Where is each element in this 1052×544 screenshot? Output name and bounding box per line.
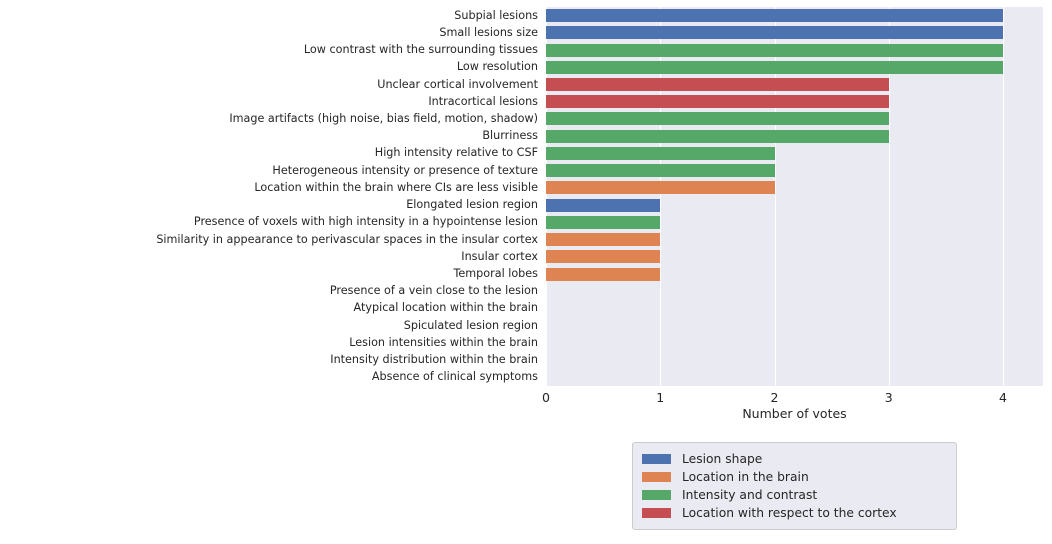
gridline-x-3 — [888, 7, 890, 386]
bar — [546, 198, 661, 212]
bar — [546, 112, 889, 126]
bar — [546, 78, 889, 92]
legend-swatch-icon — [642, 454, 671, 464]
gridline-x-4 — [1003, 7, 1005, 386]
bar — [546, 250, 661, 264]
legend-item: Location with respect to the cortex — [642, 504, 946, 522]
x-tick-label: 2 — [770, 390, 779, 405]
bar — [546, 60, 1003, 74]
y-tick-label: Presence of a vein close to the lesion — [329, 284, 538, 298]
legend-label: Location with respect to the cortex — [682, 506, 897, 520]
y-tick-label: Presence of voxels with high intensity i… — [193, 215, 538, 229]
y-tick-label: High intensity relative to CSF — [374, 146, 538, 160]
y-tick-label: Low contrast with the surrounding tissue… — [303, 43, 538, 57]
bar — [546, 26, 1003, 40]
y-tick-label: Unclear cortical involvement — [377, 77, 538, 91]
y-tick-label: Intracortical lesions — [428, 94, 538, 108]
y-tick-label: Temporal lobes — [453, 267, 538, 281]
bar — [546, 43, 1003, 57]
gridline-x-0 — [546, 7, 548, 386]
y-tick-label: Elongated lesion region — [406, 198, 538, 212]
x-tick-label: 1 — [656, 390, 665, 405]
x-axis-label: Number of votes — [742, 406, 847, 421]
y-tick-label: Small lesions size — [439, 25, 538, 39]
bar — [546, 215, 661, 229]
y-tick-label: Low resolution — [456, 60, 538, 74]
bar — [546, 181, 775, 195]
gridline-x-2 — [774, 7, 776, 386]
y-tick-label: Insular cortex — [461, 249, 538, 263]
y-tick-label: Blurriness — [482, 129, 538, 143]
x-tick-label: 4 — [999, 390, 1007, 405]
legend-label: Location in the brain — [682, 470, 809, 484]
legend-item: Intensity and contrast — [642, 486, 946, 504]
x-tick-label: 0 — [542, 390, 550, 405]
y-tick-label: Similarity in appearance to perivascular… — [156, 232, 538, 246]
y-tick-label: Intensity distribution within the brain — [330, 353, 538, 367]
bar — [546, 95, 889, 109]
bar — [546, 233, 661, 247]
y-tick-label: Lesion intensities within the brain — [349, 335, 538, 349]
bar — [546, 146, 775, 160]
bar — [546, 9, 1003, 23]
y-tick-label: Location within the brain where CIs are … — [254, 180, 538, 194]
legend-label: Lesion shape — [682, 452, 763, 466]
x-tick-label: 3 — [884, 390, 893, 405]
y-tick-label: Heterogeneous intensity or presence of t… — [272, 163, 538, 177]
x-axis-tick-labels: 0 1 2 3 4 — [0, 390, 1052, 406]
y-tick-label: Atypical location within the brain — [353, 301, 538, 315]
y-tick-label: Image artifacts (high noise, bias field,… — [229, 111, 538, 125]
legend-swatch-icon — [642, 490, 671, 500]
bar — [546, 164, 775, 178]
legend-item: Location in the brain — [642, 468, 946, 486]
y-tick-label: Spiculated lesion region — [403, 318, 538, 332]
gridline-x-1 — [660, 7, 662, 386]
y-tick-label: Subpial lesions — [454, 8, 538, 22]
legend-item: Lesion shape — [642, 450, 946, 468]
legend-swatch-icon — [642, 472, 671, 482]
plot-area — [546, 7, 1043, 386]
bars-layer — [546, 7, 1043, 386]
legend-label: Intensity and contrast — [682, 488, 818, 502]
legend-swatch-icon — [642, 508, 671, 518]
bar — [546, 129, 889, 143]
bar — [546, 267, 661, 281]
y-tick-label: Absence of clinical symptoms — [371, 370, 538, 384]
